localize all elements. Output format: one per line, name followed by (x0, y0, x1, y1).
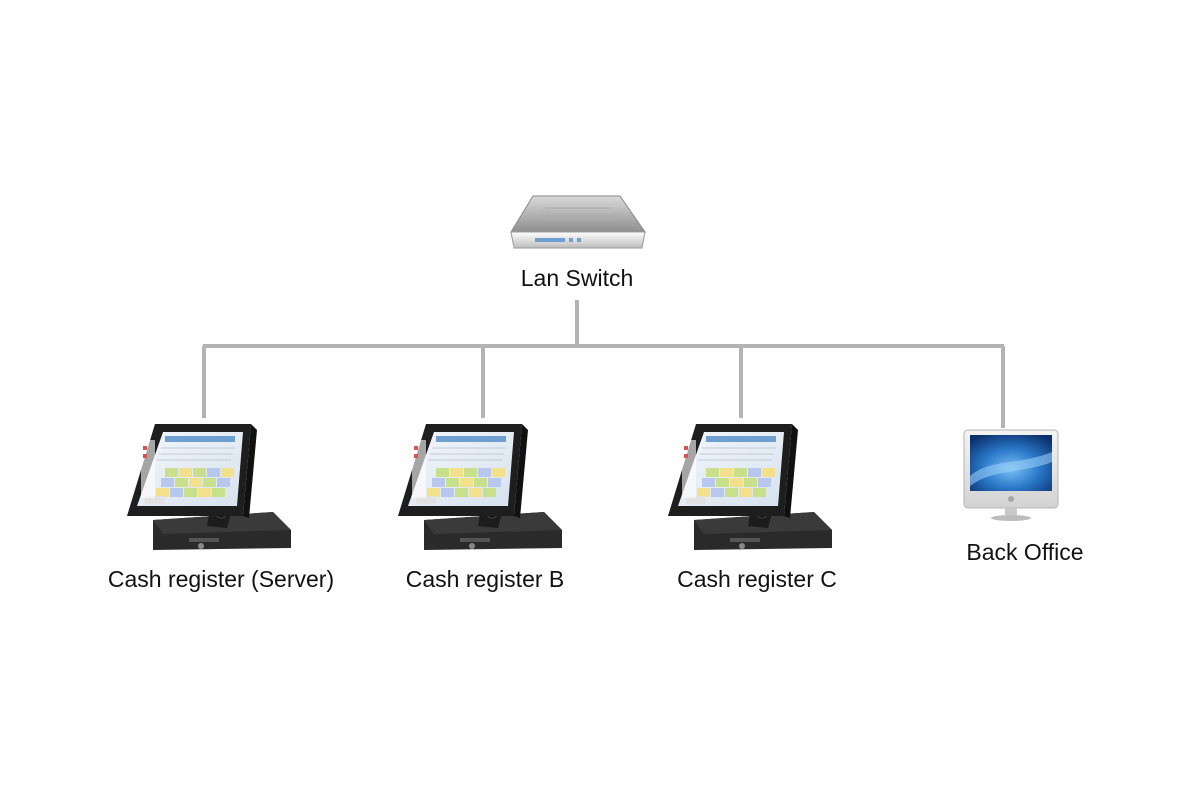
desktop-computer-icon (963, 429, 1059, 521)
pos-terminal-icon (397, 423, 563, 551)
pos-terminal-icon (126, 423, 292, 551)
pos-terminal-icon (667, 423, 833, 551)
cash-register-c-label: Cash register C (677, 566, 837, 592)
cash-register-server-label: Cash register (Server) (107, 566, 335, 592)
cash-register-b-label: Cash register B (405, 566, 565, 592)
lan-switch-icon (510, 195, 646, 249)
lan-switch-label: Lan Switch (520, 265, 634, 291)
back-office-label: Back Office (966, 539, 1084, 565)
